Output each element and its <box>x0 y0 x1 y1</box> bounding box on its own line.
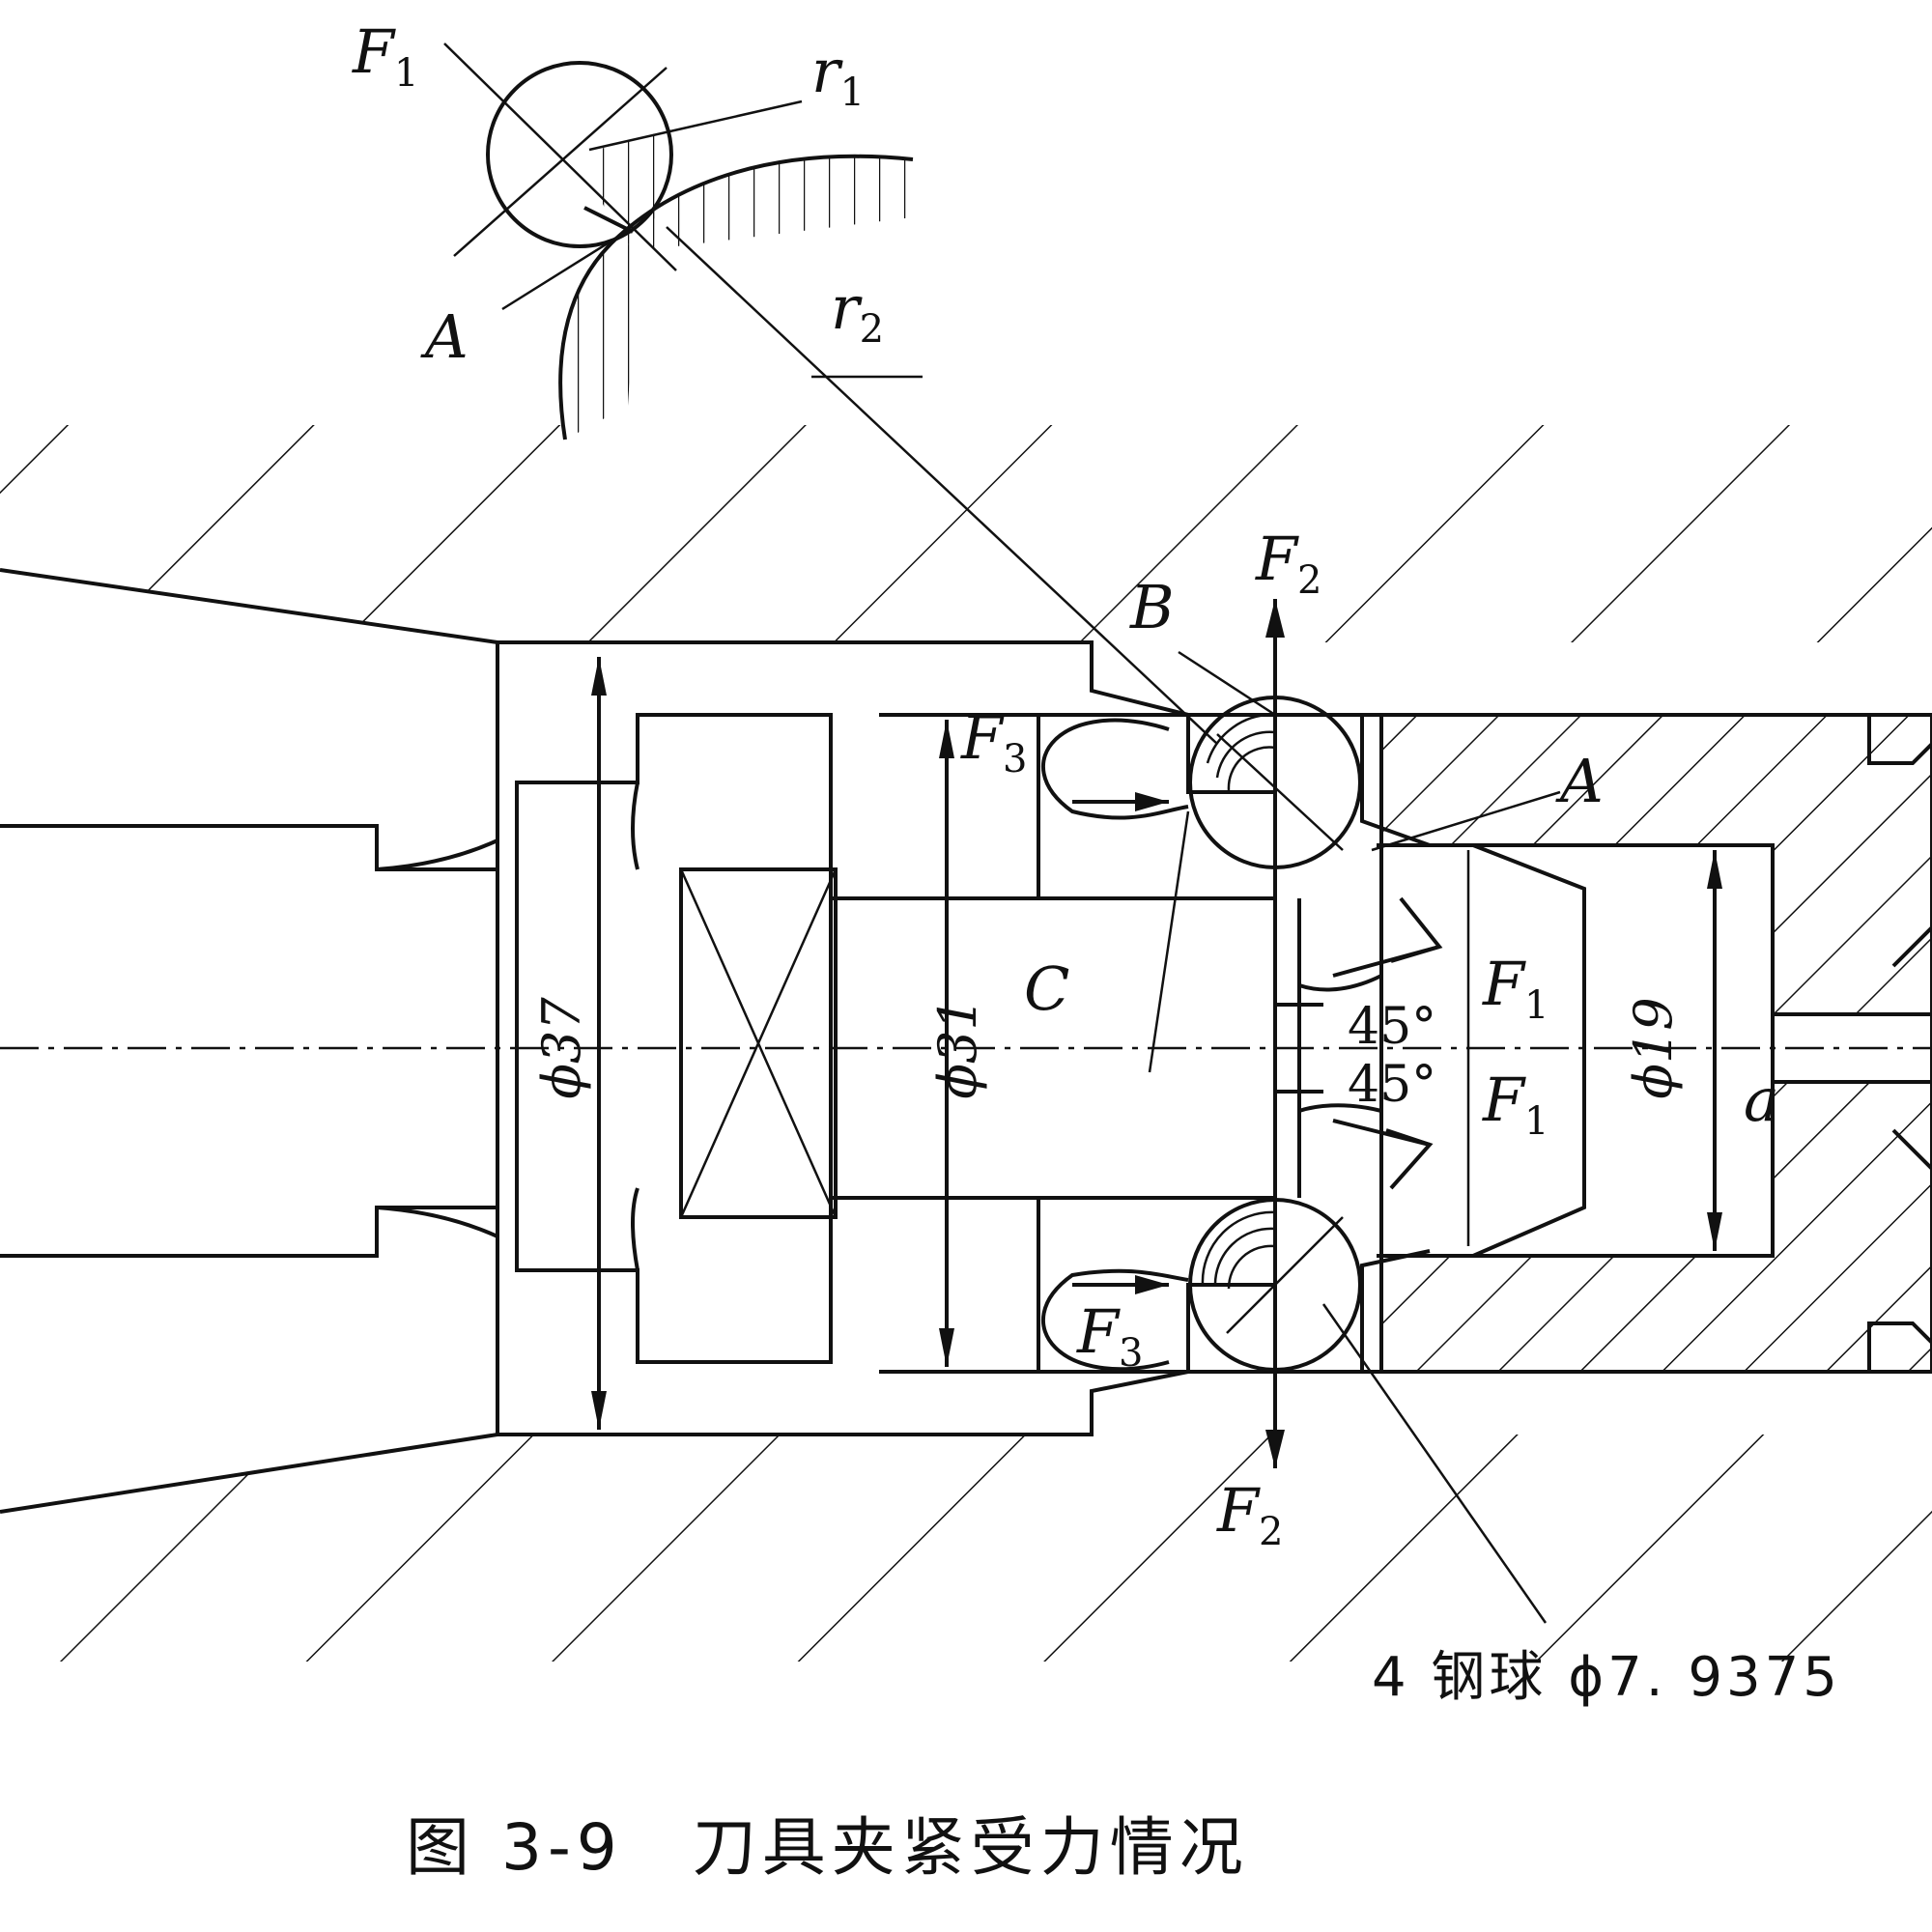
leader-B <box>1178 650 1276 717</box>
ball-note: 4 钢球 ϕ7. 9375 <box>1372 1646 1841 1709</box>
tool-shank <box>0 824 497 1258</box>
label-A-detail: A <box>420 301 469 372</box>
label-A-main: A <box>1555 746 1604 816</box>
leader-C <box>1148 810 1190 1073</box>
dim-label-d37: ϕ37 <box>531 997 592 1099</box>
label-F2-top: F2 <box>1255 524 1321 603</box>
figure-caption: 图 3-9 刀具夹紧受力情况 <box>406 1810 1249 1885</box>
leader-A-main <box>1371 790 1561 852</box>
leader-ball-note <box>1321 1303 1548 1624</box>
dimension-d37 <box>591 657 607 1430</box>
label-F1-upper: F1 <box>1482 949 1548 1028</box>
label-angle-upper: 45° <box>1348 998 1436 1056</box>
dim-label-d19: ϕ19 <box>1623 997 1684 1099</box>
dim-label-d31: ϕ31 <box>927 997 988 1099</box>
key-block <box>679 867 838 1219</box>
leader-detail <box>666 226 1218 745</box>
collar <box>515 713 833 1364</box>
label-r2: r2 <box>811 272 923 379</box>
label-r1: r1 <box>811 36 865 115</box>
contact-detail-view <box>443 43 914 440</box>
label-F3-top: F3 <box>960 702 1027 781</box>
svg-text:r2: r2 <box>831 272 884 352</box>
dimension-d19 <box>1707 850 1722 1251</box>
label-F2-bottom: F2 <box>1216 1475 1283 1554</box>
label-angle-lower: 45° <box>1348 1056 1436 1114</box>
label-F1-detail: F1 <box>352 16 418 96</box>
label-a: a <box>1744 1065 1779 1135</box>
lower-housing <box>0 1372 1932 1662</box>
dimension-d31 <box>898 713 1043 1374</box>
label-F3-bottom: F3 <box>1076 1296 1143 1376</box>
label-B: B <box>1129 572 1175 642</box>
label-F1-lower: F1 <box>1482 1065 1548 1144</box>
label-C: C <box>1024 953 1069 1024</box>
